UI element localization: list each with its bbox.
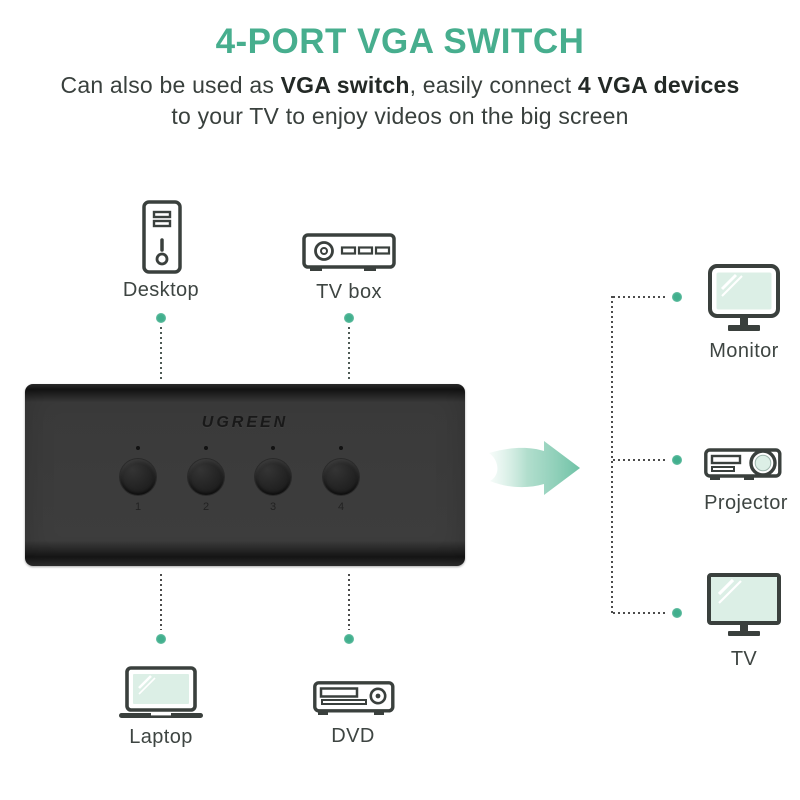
port-number: 4 (337, 501, 345, 513)
ugreen-logo: UGREEN (201, 414, 289, 431)
port-led-icon (204, 446, 208, 450)
input-label-laptop: Laptop (129, 726, 193, 748)
subtitle-text: Can also be used as (60, 72, 281, 98)
connector-line (348, 327, 350, 379)
laptop-icon (119, 666, 203, 718)
subtitle-text: , easily connect (409, 72, 578, 98)
connector-dot (156, 634, 166, 644)
connector-line (613, 612, 668, 614)
port-1: 1 (120, 446, 156, 513)
subtitle-line1: Can also be used as VGA switch, easily c… (0, 72, 800, 99)
subtitle-bold-devices: 4 VGA devices (577, 72, 740, 98)
connector-line (611, 296, 613, 615)
connector-line (613, 296, 668, 298)
port-number: 1 (134, 501, 142, 513)
vga-switch-device: UGREEN 1 2 3 4 (25, 384, 465, 566)
input-label-tvbox: TV box (316, 281, 382, 303)
connector-dot (344, 313, 354, 323)
connector-dot (672, 455, 682, 465)
connector-line (160, 574, 162, 630)
desktop-tower-icon (142, 200, 182, 274)
flow-arrow-icon (489, 441, 580, 495)
port-button-icon (255, 459, 291, 495)
port-led-icon (136, 446, 140, 450)
dvd-player-icon (313, 681, 395, 715)
port-led-icon (339, 446, 343, 450)
port-4: 4 (323, 446, 359, 513)
subtitle-bold-vga-switch: VGA switch (280, 72, 410, 98)
input-label-dvd: DVD (331, 725, 375, 747)
connector-line (160, 327, 162, 379)
port-number: 2 (202, 501, 210, 513)
port-number: 3 (269, 501, 277, 513)
output-label-projector: Projector (704, 492, 788, 514)
connector-line (613, 459, 668, 461)
connector-dot (672, 292, 682, 302)
port-button-icon (120, 459, 156, 495)
subtitle-line2: to your TV to enjoy videos on the big sc… (171, 103, 629, 129)
output-label-tv: TV (730, 648, 758, 670)
connector-dot (344, 634, 354, 644)
monitor-icon (708, 264, 780, 331)
port-button-icon (323, 459, 359, 495)
input-label-desktop: Desktop (122, 279, 200, 301)
output-label-monitor: Monitor (709, 340, 779, 362)
connector-dot (156, 313, 166, 323)
port-2: 2 (188, 446, 224, 513)
tv-icon (707, 573, 781, 636)
projector-icon (704, 448, 782, 480)
connector-dot (672, 608, 682, 618)
tv-box-icon (302, 233, 396, 271)
port-3: 3 (255, 446, 291, 513)
port-button-icon (188, 459, 224, 495)
page-title: 4-PORT VGA SWITCH (215, 22, 585, 61)
connector-line (348, 574, 350, 630)
port-led-icon (271, 446, 275, 450)
